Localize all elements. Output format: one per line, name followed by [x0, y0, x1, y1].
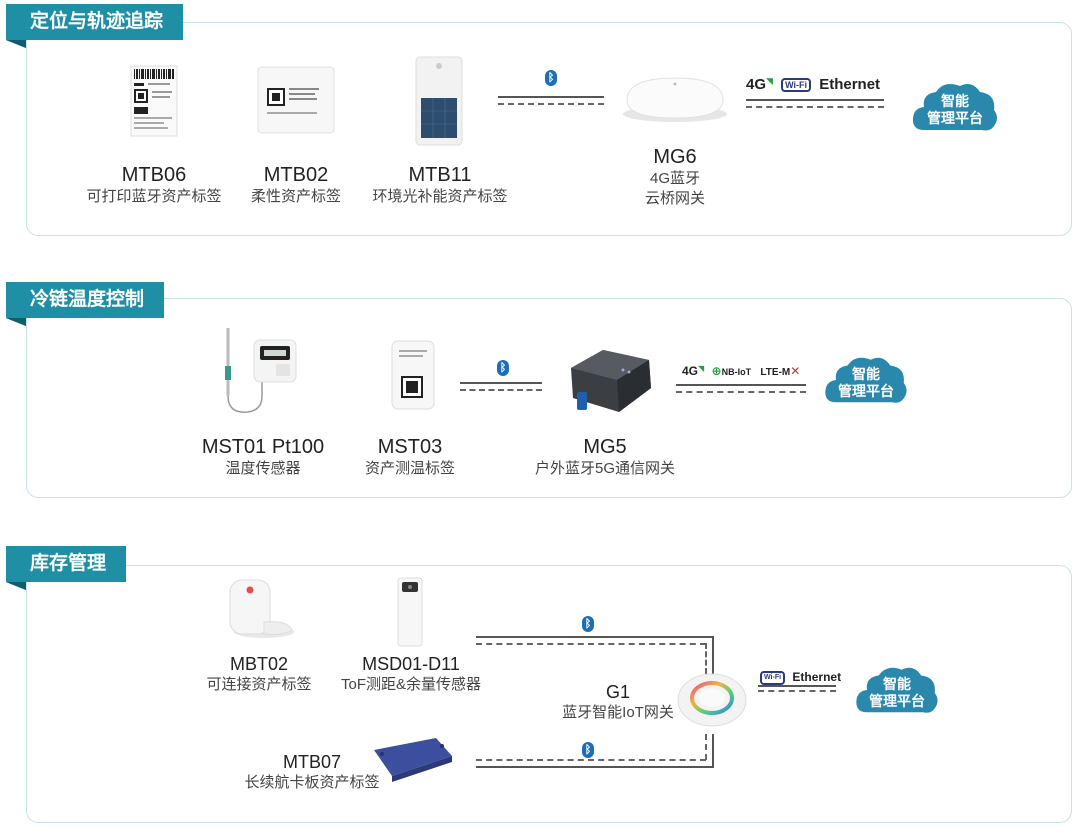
device-name: MTB11 — [408, 164, 472, 186]
device-name: MST01 Pt100 — [201, 436, 325, 458]
device-desc: 4G蓝牙 — [649, 170, 700, 187]
link-vertical-dashed — [705, 643, 707, 674]
device-desc: 环境光补能资产标签 — [372, 188, 508, 205]
device-msd01: MSD01-D11 ToF测距&余量传感器 — [336, 654, 486, 695]
device-desc: 资产测温标签 — [364, 460, 455, 477]
link-dashed-line — [746, 106, 884, 108]
device-desc: 蓝牙智能IoT网关 — [562, 704, 674, 721]
cloud-line1: 智能 — [883, 676, 911, 692]
network-labels: Wi-Fi Ethernet — [760, 670, 841, 685]
device-desc: 户外蓝牙5G通信网关 — [534, 460, 675, 477]
cloud-platform-2: 智能 管理平台 — [822, 352, 910, 410]
g1-image — [677, 673, 747, 727]
msd01-image — [397, 577, 423, 647]
cloud-line1: 智能 — [941, 93, 969, 109]
device-mg6: MG6 4G蓝牙 云桥网关 — [615, 146, 735, 209]
link-dashed-line — [476, 759, 706, 761]
device-name: MG5 — [583, 436, 627, 458]
lte-label: LTE-M — [760, 367, 791, 378]
section-title-cold-chain: 冷链温度控制 — [6, 282, 165, 326]
mtb07-image — [374, 738, 452, 782]
bluetooth-icon: ᛒ — [582, 742, 594, 758]
link-solid-line — [460, 382, 542, 384]
device-mg5: MG5 户外蓝牙5G通信网关 — [520, 436, 690, 479]
device-desc: 长续航卡板资产标签 — [244, 774, 380, 791]
wifi-icon: Wi-Fi — [760, 670, 786, 685]
signal-icon: ◥ — [766, 76, 773, 86]
link-dashed-line — [476, 643, 706, 645]
cloud-icon — [912, 84, 997, 131]
section-title-inventory: 库存管理 — [6, 546, 127, 590]
device-desc: ToF测距&余量传感器 — [340, 676, 481, 693]
mtb06-image — [130, 65, 178, 137]
mtb11-image — [415, 56, 463, 146]
device-name: MTB06 — [121, 164, 187, 186]
lte-icon: ✕ — [790, 364, 801, 378]
mg6-image — [623, 77, 727, 122]
cloud-line2: 管理平台 — [869, 693, 925, 709]
ethernet-label: Ethernet — [819, 76, 881, 93]
mbt02-image — [229, 579, 294, 638]
link-solid-line — [476, 766, 714, 768]
bluetooth-icon: ᛒ — [497, 360, 509, 376]
cloud-icon — [856, 667, 938, 713]
link-dashed-line — [498, 103, 604, 105]
mst01-image — [225, 328, 297, 413]
network-labels: 4G◥ Wi-Fi Ethernet — [746, 76, 880, 93]
device-mst01: MST01 Pt100 温度传感器 — [188, 436, 338, 479]
link-solid-line — [476, 636, 714, 638]
ethernet-label: Ethernet — [792, 670, 842, 684]
device-name: MG6 — [653, 146, 697, 168]
device-desc: 云桥网关 — [644, 190, 705, 207]
cloud-line2: 管理平台 — [927, 110, 983, 126]
link-solid-line — [746, 99, 884, 101]
device-name: MST03 — [377, 436, 443, 458]
section-positioning — [26, 22, 1072, 236]
device-mtb11: MTB11 环境光补能资产标签 — [360, 164, 520, 207]
cloud-icon — [825, 357, 907, 403]
network-labels: 4G◥ ⊕NB-IoT LTE-M✕ — [682, 364, 800, 378]
device-mst03: MST03 资产测温标签 — [350, 436, 470, 479]
device-desc: 温度传感器 — [225, 460, 301, 477]
device-mtb02: MTB02 柔性资产标签 — [236, 164, 356, 207]
link-solid-line — [676, 384, 806, 386]
4g-label: 4G — [746, 76, 767, 93]
device-name: MTB02 — [263, 164, 329, 186]
nbiot-label: NB-IoT — [721, 367, 752, 377]
cloud-platform-3: 智能 管理平台 — [852, 662, 942, 720]
signal-icon: ◥ — [698, 364, 705, 373]
link-vertical-solid — [712, 734, 714, 768]
cloud-line1: 智能 — [852, 366, 880, 382]
section-title-positioning: 定位与轨迹追踪 — [6, 4, 184, 48]
device-mtb06: MTB06 可打印蓝牙资产标签 — [74, 164, 234, 207]
device-name: MTB07 — [282, 752, 342, 772]
mg5-image — [571, 350, 651, 412]
globe-icon: ⊕ — [711, 364, 722, 378]
device-mbt02: MBT02 可连接资产标签 — [199, 654, 319, 695]
bluetooth-icon: ᛒ — [545, 70, 557, 86]
bluetooth-icon: ᛒ — [582, 616, 594, 632]
link-solid-line — [498, 96, 604, 98]
link-dashed-line — [460, 389, 542, 391]
mst03-image — [391, 340, 435, 410]
cloud-line2: 管理平台 — [838, 383, 894, 399]
4g-label: 4G — [682, 364, 699, 378]
link-dashed-line — [676, 391, 806, 393]
device-name: MBT02 — [229, 654, 289, 674]
link-solid-line — [758, 685, 836, 687]
link-vertical-dashed — [705, 734, 707, 760]
device-desc: 柔性资产标签 — [250, 188, 341, 205]
mtb02-image — [257, 66, 335, 134]
cloud-platform-1: 智能 管理平台 — [910, 78, 1000, 138]
device-desc: 可连接资产标签 — [206, 676, 312, 693]
device-name: G1 — [605, 682, 630, 702]
device-mtb07: MTB07 长续航卡板资产标签 — [232, 752, 392, 793]
device-desc: 可打印蓝牙资产标签 — [86, 188, 222, 205]
link-dashed-line — [758, 690, 836, 692]
link-vertical-solid — [712, 636, 714, 674]
device-name: MSD01-D11 — [362, 654, 460, 674]
device-g1: G1 蓝牙智能IoT网关 — [556, 682, 680, 723]
wifi-icon: Wi-Fi — [781, 78, 812, 93]
